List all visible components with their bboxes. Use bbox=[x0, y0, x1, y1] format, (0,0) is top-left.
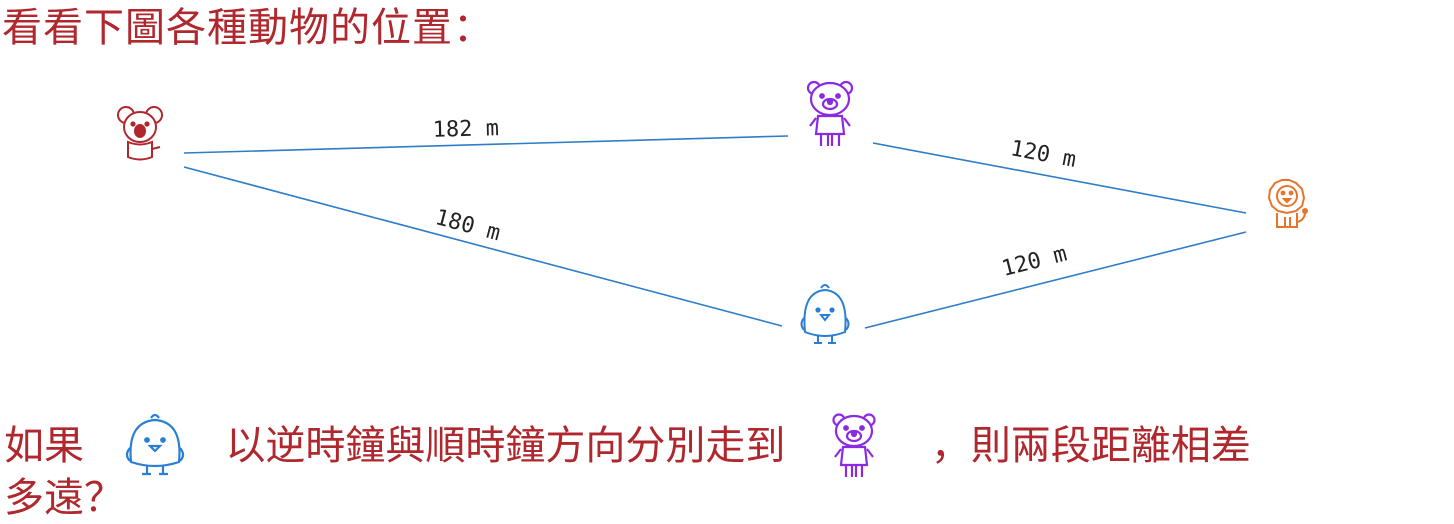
edge-koala-chick bbox=[183, 166, 783, 327]
lion-icon bbox=[1267, 179, 1308, 228]
question-line-2: 多遠？ bbox=[4, 475, 124, 521]
distance-label-koala-chick: 180 m bbox=[432, 205, 502, 246]
bear-icon bbox=[806, 80, 854, 146]
bear-icon bbox=[832, 413, 876, 477]
animal-distance-diagram: 182 m 120 m 180 m 120 m bbox=[117, 80, 1308, 344]
question-text-part1: 如果 bbox=[4, 423, 84, 469]
edge-bear-lion bbox=[872, 142, 1247, 214]
question-line-1: 如果 以逆時鐘與順時鐘方向分別走到 ，則兩段距離 bbox=[4, 412, 1251, 480]
chick-icon bbox=[800, 284, 850, 344]
edge-chick-lion bbox=[864, 231, 1247, 329]
edge-koala-bear bbox=[183, 135, 789, 154]
distance-label-chick-lion: 120 m bbox=[999, 242, 1069, 282]
chick-icon bbox=[125, 413, 184, 476]
koala-icon bbox=[117, 106, 163, 161]
distance-label-bear-lion: 120 m bbox=[1008, 136, 1078, 173]
distance-label-koala-bear: 182 m bbox=[432, 116, 499, 143]
question-heading: 看看下圖各種動物的位置： bbox=[2, 5, 494, 51]
question-text-part2: 以逆時鐘與順時鐘方向分別走到 bbox=[225, 423, 786, 469]
question-text-part3: ，則兩段距離相差 bbox=[930, 423, 1251, 469]
